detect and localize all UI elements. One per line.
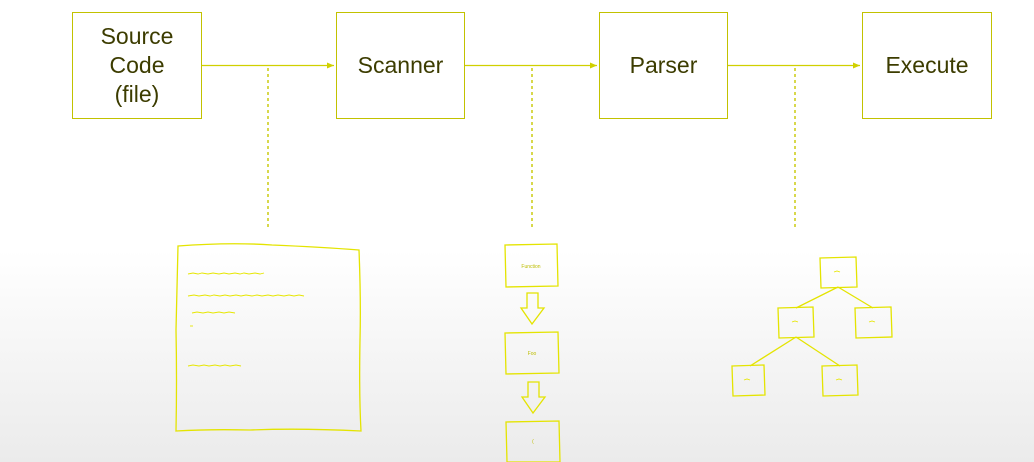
token-paren-text: ( [532,439,534,445]
source-code-label: Source Code (file) [100,23,174,107]
tree-node-left-right [821,364,859,397]
parser-label: Parser [629,52,698,78]
scanner-box: Scanner [336,12,465,119]
tree-right-scribble [868,320,876,323]
parse-tree-sketch [731,256,893,397]
tree-leftright-scribble [835,378,843,381]
execute-label: Execute [885,52,969,78]
token-foo-text: Foo [528,351,537,357]
token-box-foo [504,331,560,375]
tree-edge-left-leftleft [749,336,797,367]
token-stream-sketch: Function Foo ( [504,243,561,462]
tree-edge-left-leftright [795,336,841,367]
tree-edge-root-right [837,286,874,309]
tree-left-scribble [791,320,799,323]
parser-box: Parser [599,12,728,119]
source-code-box: Source Code (file) [72,12,202,119]
tree-edge-root-left [795,286,839,309]
source-file-sketch [175,243,362,432]
token-box-function [504,243,559,288]
tree-leftleft-scribble [743,378,751,381]
tree-root-scribble [833,270,841,273]
token-box-paren [505,420,561,462]
tree-node-left [777,306,815,339]
token-function-text: Function [521,264,540,270]
tree-node-left-left [731,364,766,397]
tree-node-root [819,256,858,289]
tree-node-right [854,306,893,339]
token-arrow-2 [520,381,547,415]
execute-box: Execute [862,12,992,119]
token-arrow-1 [519,292,546,326]
scanner-label: Scanner [357,52,444,78]
